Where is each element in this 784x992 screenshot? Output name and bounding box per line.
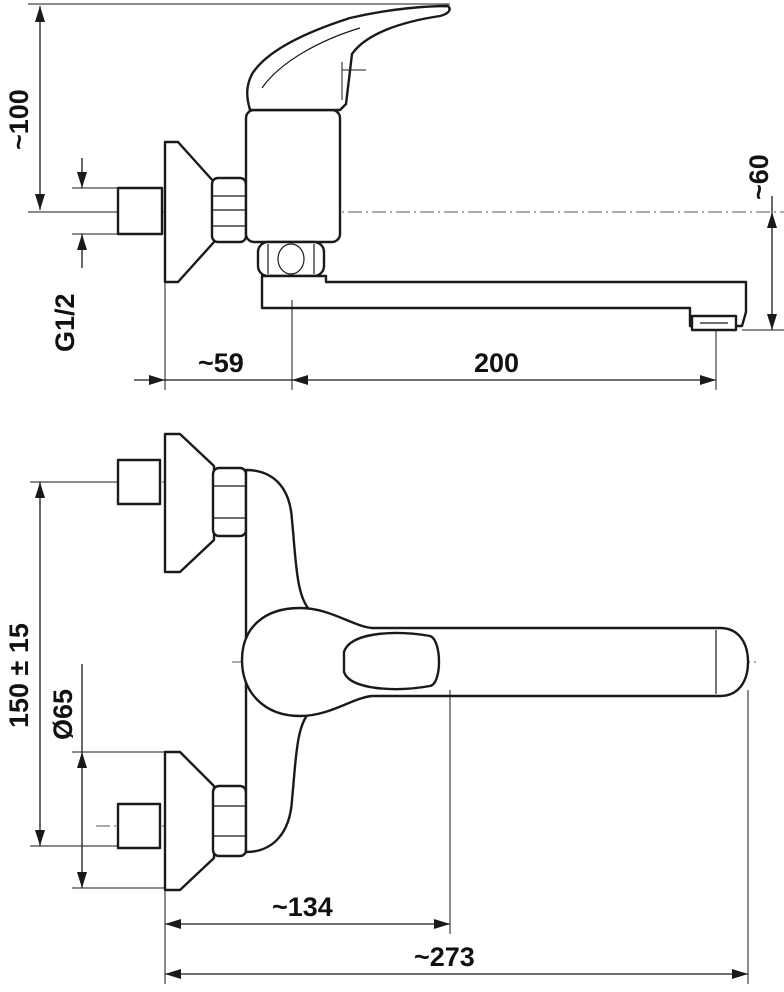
dim-flange-diameter: Ø65 [48, 689, 78, 740]
handle-lever [246, 4, 451, 112]
lever-top [240, 606, 750, 718]
lever-grip-slot [342, 631, 441, 691]
spout [260, 274, 748, 328]
side-view: ~100 G1/2 ~60 ~59 200 [4, 3, 784, 390]
dim-thread: G1/2 [50, 293, 80, 352]
upper-wall-flange [163, 432, 216, 574]
dim-spout-reach: 200 [474, 348, 519, 378]
mixer-body [244, 108, 342, 244]
lower-wall-flange [163, 750, 216, 892]
top-view: 150 ± 15 Ø65 ~134 ~273 [4, 432, 760, 984]
upper-hex-nut [211, 466, 248, 538]
dim-offset-body: ~59 [198, 348, 244, 378]
dim-body-distance: ~134 [272, 892, 333, 922]
inlet-nipple [116, 186, 164, 236]
lower-inlet-nipple [116, 802, 162, 850]
dim-total-length: ~273 [414, 942, 475, 972]
dim-height-handle: ~100 [4, 89, 34, 150]
upper-inlet-nipple [116, 458, 162, 506]
lower-hex-nut [211, 784, 248, 858]
wall-flange [163, 140, 216, 284]
dim-height-spout: ~60 [744, 154, 774, 200]
dim-inlet-spacing: 150 ± 15 [4, 623, 34, 728]
